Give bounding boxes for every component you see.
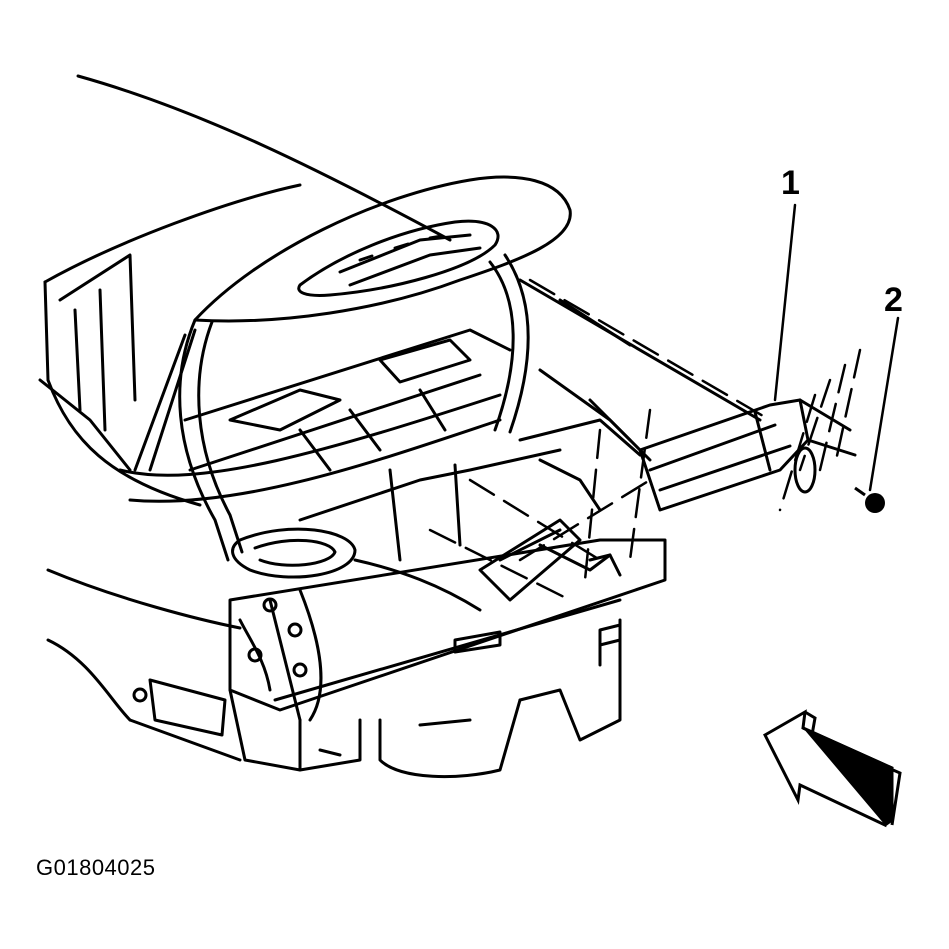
body-outline <box>38 74 452 762</box>
figure-id: G01804025 <box>36 855 156 880</box>
trunk-hinges <box>133 253 530 562</box>
bracket <box>478 518 622 602</box>
rear-closing-panel <box>132 538 667 779</box>
callout-label-1: 1 <box>781 164 800 202</box>
trunk-lid <box>193 175 572 323</box>
rear-compartment-bar <box>638 398 857 512</box>
callout-label-2: 2 <box>884 281 903 319</box>
alignment-lines <box>428 278 862 602</box>
rear-shelf <box>118 328 512 503</box>
view-direction-arrow-icon <box>763 709 902 828</box>
fastener-icon <box>854 486 885 513</box>
quarter-inner-panel <box>518 278 762 462</box>
trunk-floor <box>231 418 642 612</box>
callout-leaders <box>773 203 900 492</box>
